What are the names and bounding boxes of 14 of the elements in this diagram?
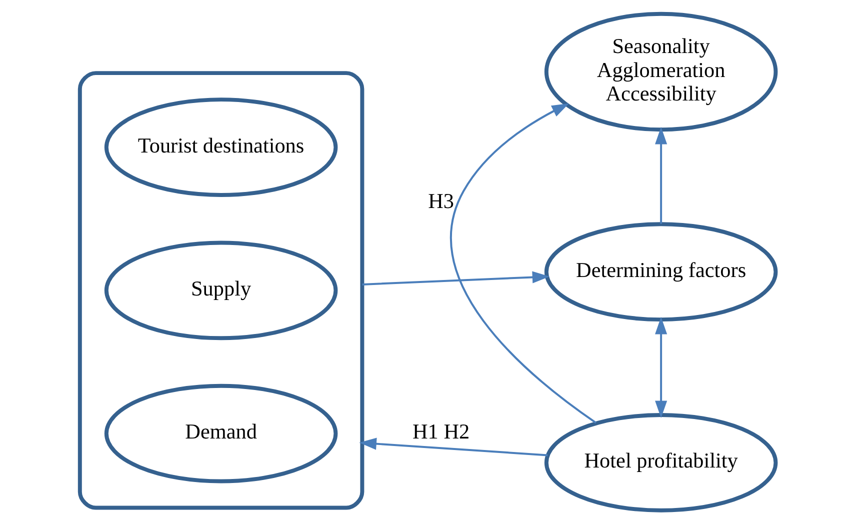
arrow — [655, 126, 668, 224]
arrow — [362, 271, 550, 286]
node-ellipse: Demand — [104, 384, 338, 484]
node-ellipse: Hotel profitability — [544, 413, 778, 512]
node-ellipse: Determining factors — [544, 222, 778, 322]
node-ellipse: Seasonality Agglomeration Accessibility — [544, 12, 778, 132]
arrow — [359, 438, 548, 456]
cluster — [78, 71, 364, 510]
node-ellipse: Supply — [104, 240, 338, 340]
node-ellipse: Tourist destinations — [104, 98, 338, 197]
arrow — [450, 103, 597, 424]
edge-label: H3 — [428, 188, 454, 213]
edge-label: H1 H2 — [412, 420, 470, 444]
arrow — [655, 316, 668, 418]
